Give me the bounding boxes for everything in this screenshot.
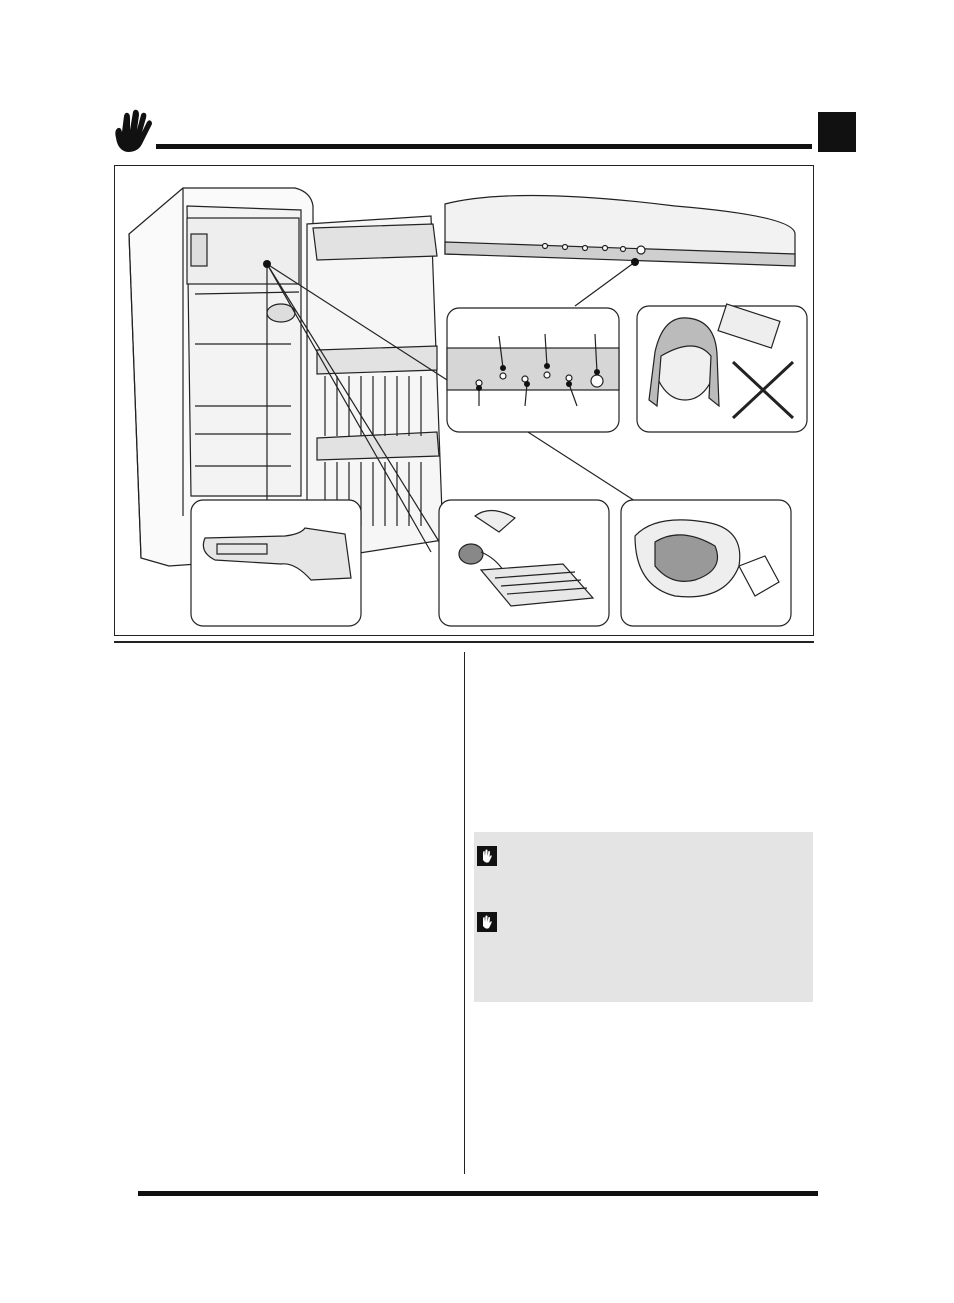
notes-box	[474, 832, 813, 1002]
fridge-illustration	[128, 187, 808, 627]
ice-tray-filling-panel	[438, 499, 610, 627]
child-warning-panel	[636, 303, 808, 433]
section-tab-marker	[818, 112, 856, 152]
footer-rule	[138, 1191, 818, 1196]
warning-hand-icon	[108, 108, 156, 156]
frozen-food-bag-panel	[620, 499, 792, 627]
fridge-door	[306, 215, 444, 555]
control-strip	[444, 194, 796, 267]
ice-scraper-panel	[190, 499, 362, 627]
figure-underline	[114, 641, 814, 643]
note-hand-icon	[477, 912, 497, 932]
illustration-frame	[114, 165, 814, 636]
control-panel-detail	[446, 307, 620, 433]
note-hand-icon	[477, 846, 497, 866]
column-divider	[464, 652, 465, 1174]
header-rule	[156, 144, 812, 149]
